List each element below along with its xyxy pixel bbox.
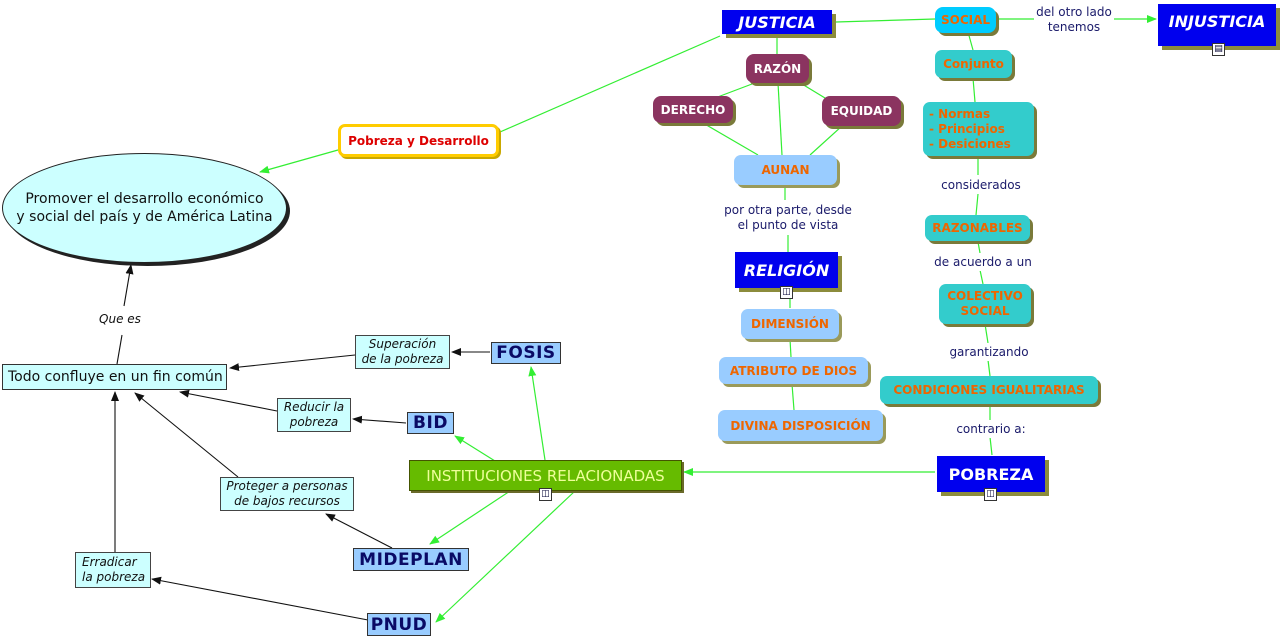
- derecho-node[interactable]: DERECHO: [653, 96, 733, 123]
- religion-node[interactable]: RELIGIÓN: [735, 252, 838, 288]
- proteger-line-2: de bajos recursos: [234, 494, 340, 508]
- desiciones-item: - Desiciones: [929, 136, 1011, 151]
- normas-node[interactable]: - Normas - Principios - Desiciones: [923, 102, 1034, 156]
- document-icon[interactable]: ▤: [1212, 43, 1225, 56]
- injusticia-node[interactable]: INJUSTICIA: [1158, 4, 1276, 46]
- por-otra-parte-line-2: el punto de vista: [737, 218, 839, 232]
- por-otra-parte-line-1: por otra parte, desde: [724, 203, 852, 217]
- razon-node[interactable]: RAZÓN: [746, 54, 809, 83]
- promover-desarrollo-node[interactable]: Promover el desarrollo económico y socia…: [2, 153, 287, 263]
- razonables-node[interactable]: RAZONABLES: [925, 215, 1030, 241]
- erradicar-pobreza-node[interactable]: Erradicar la pobreza: [75, 552, 151, 588]
- conjunto-node[interactable]: Conjunto: [935, 50, 1012, 78]
- fosis-node[interactable]: FOSIS: [491, 342, 561, 364]
- reducir-line-2: pobreza: [289, 415, 339, 429]
- que-es-link: Que es: [96, 310, 144, 328]
- por-otra-parte-link: por otra parte, desde el punto de vista: [713, 201, 863, 235]
- promover-line-2: y social del país y de América Latina: [16, 209, 273, 225]
- superacion-line-1: Superación: [368, 337, 437, 351]
- todo-confluye-node[interactable]: Todo confluye en un fin común: [2, 364, 227, 390]
- del-otro-lado-line-1: del otro lado: [1036, 5, 1112, 19]
- dimension-node[interactable]: DIMENSIÓN: [741, 309, 839, 339]
- divina-disposicion-node[interactable]: DIVINA DISPOSICIÓN: [718, 410, 883, 441]
- condiciones-igualitarias-node[interactable]: CONDICIONES IGUALITARIAS: [880, 376, 1098, 404]
- del-otro-lado-line-2: tenemos: [1047, 20, 1101, 34]
- equidad-node[interactable]: EQUIDAD: [822, 96, 901, 126]
- normas-item: - Normas: [929, 106, 991, 121]
- concept-map-icon[interactable]: ◫: [780, 286, 793, 299]
- pobreza-node[interactable]: POBREZA: [937, 456, 1045, 492]
- concept-map-icon[interactable]: ◫: [539, 488, 552, 501]
- reducir-pobreza-node[interactable]: Reducir la pobreza: [277, 398, 351, 432]
- promover-line-1: Promover el desarrollo económico: [25, 191, 264, 207]
- proteger-line-1: Proteger a personas: [226, 479, 348, 493]
- aunan-node[interactable]: AUNAN: [734, 155, 837, 185]
- contrario-link: contrario a:: [947, 420, 1035, 438]
- concept-map-icon[interactable]: ◫: [984, 488, 997, 501]
- erradicar-line-1: Erradicar: [82, 555, 137, 569]
- principios-item: - Principios: [929, 121, 1005, 136]
- mideplan-node[interactable]: MIDEPLAN: [353, 548, 469, 571]
- superacion-pobreza-node[interactable]: Superación de la pobreza: [355, 335, 450, 369]
- de-acuerdo-link: de acuerdo a un: [927, 253, 1039, 271]
- reducir-line-1: Reducir la: [283, 400, 345, 414]
- justicia-node[interactable]: JUSTICIA: [722, 10, 832, 34]
- garantizando-link: garantizando: [944, 343, 1034, 361]
- social-node[interactable]: SOCIAL: [935, 7, 996, 33]
- pobreza-y-desarrollo-node[interactable]: Pobreza y Desarrollo: [338, 124, 499, 157]
- colectivo-line-1: COLECTIVO: [947, 289, 1023, 303]
- proteger-personas-node[interactable]: Proteger a personas de bajos recursos: [220, 477, 354, 511]
- considerados-link: considerados: [936, 176, 1026, 194]
- del-otro-lado-link: del otro lado tenemos: [1034, 5, 1114, 35]
- pnud-node[interactable]: PNUD: [367, 613, 431, 636]
- bid-node[interactable]: BID: [407, 412, 454, 434]
- erradicar-line-2: la pobreza: [82, 570, 146, 584]
- atributo-de-dios-node[interactable]: ATRIBUTO DE DIOS: [719, 357, 868, 384]
- colectivo-social-node[interactable]: COLECTIVO SOCIAL: [939, 284, 1031, 324]
- colectivo-line-2: SOCIAL: [960, 304, 1010, 318]
- instituciones-relacionadas-node[interactable]: INSTITUCIONES RELACIONADAS: [409, 460, 682, 491]
- superacion-line-2: de la pobreza: [361, 352, 444, 366]
